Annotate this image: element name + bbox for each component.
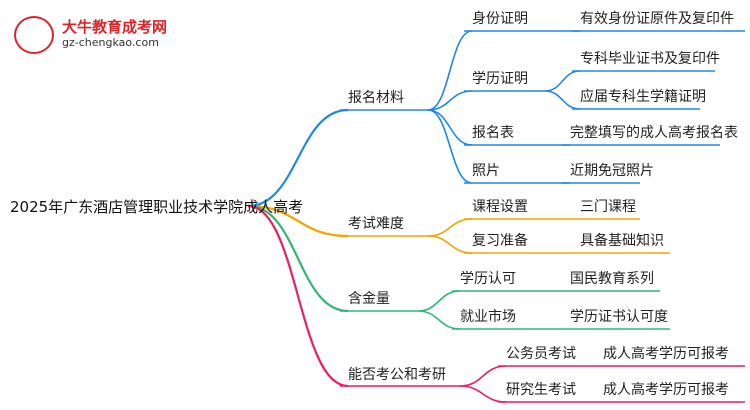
edge-edu-diploma — [544, 70, 581, 92]
detail-grad-exam: 成人高考学历可报考 — [603, 382, 729, 398]
edge-value-recognition — [417, 290, 461, 312]
node-id-proof: 身份证明 — [472, 11, 528, 27]
detail-job-market: 学历证书认可度 — [570, 309, 668, 325]
branch-difficulty: 考试难度 — [348, 216, 404, 232]
detail-civil-exam: 成人高考学历可报考 — [603, 346, 729, 362]
node-prep: 复习准备 — [472, 233, 528, 249]
edge-materials-photo — [427, 109, 473, 184]
logo-emblem-icon — [14, 16, 54, 54]
edge-root-value — [247, 204, 349, 313]
detail-courses: 三门课程 — [580, 199, 636, 215]
edge-exams-civil — [459, 365, 507, 387]
node-photo: 照片 — [472, 163, 500, 179]
node-recognition: 学历认可 — [460, 271, 516, 287]
edge-root-materials — [247, 108, 349, 208]
detail-diploma-copy: 专科毕业证书及复印件 — [580, 51, 720, 67]
branch-value: 含金量 — [348, 291, 390, 307]
edge-root-difficulty — [247, 204, 349, 238]
node-job-market: 就业市场 — [460, 309, 516, 325]
edge-materials-form — [427, 109, 473, 146]
edge-difficulty-courses — [427, 218, 473, 237]
edge-difficulty-prep — [427, 235, 473, 254]
node-civil-exam: 公务员考试 — [506, 346, 576, 362]
node-grad-exam: 研究生考试 — [506, 382, 576, 398]
edge-value-job — [417, 310, 461, 330]
logo-title: 大牛教育成考网 — [62, 18, 168, 36]
logo-url: gz-chengkao.com — [62, 36, 159, 49]
detail-prep: 具备基础知识 — [580, 233, 664, 249]
edge-materials-id — [427, 30, 473, 111]
detail-form: 完整填写的成人高考报名表 — [570, 125, 738, 141]
edge-exams-grad — [459, 385, 507, 403]
branch-materials: 报名材料 — [348, 90, 404, 106]
root-topic: 2025年广东酒店管理职业技术学院成人高考 — [10, 198, 304, 216]
detail-id-copy: 有效身份证原件及复印件 — [580, 11, 734, 27]
detail-photo: 近期免冠照片 — [570, 163, 654, 179]
node-edu-proof: 学历证明 — [472, 71, 528, 87]
site-logo: 大牛教育成考网 gz-chengkao.com — [8, 12, 228, 56]
detail-enrollment: 应届专科生学籍证明 — [580, 89, 706, 105]
edge-root-exams — [247, 204, 349, 388]
edge-edu-enroll — [544, 90, 581, 110]
branch-exams: 能否考公和考研 — [348, 367, 446, 383]
node-courses: 课程设置 — [472, 199, 528, 215]
detail-recognition: 国民教育系列 — [570, 271, 654, 287]
node-form: 报名表 — [472, 125, 514, 141]
